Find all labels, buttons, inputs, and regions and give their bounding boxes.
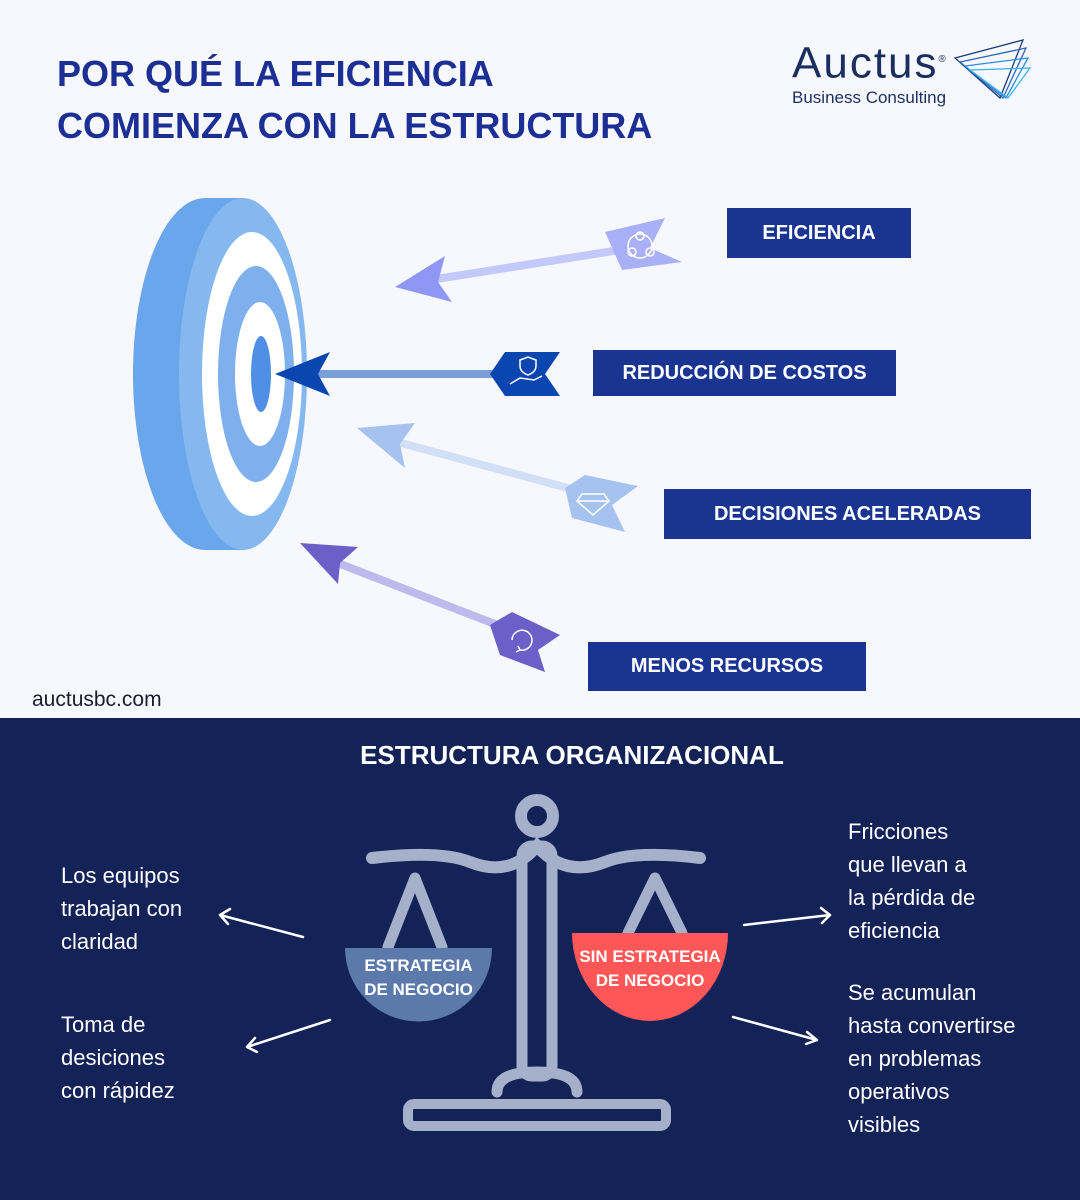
note-line: claridad: [61, 929, 139, 954]
left-pan-line-1: ESTRATEGIA: [364, 956, 473, 975]
network-icon: [627, 231, 655, 259]
note-line: desiciones: [61, 1045, 165, 1070]
note-line: eficiencia: [848, 918, 940, 943]
note-line: en problemas: [848, 1046, 982, 1071]
note-line: hasta convertirse: [848, 1013, 1016, 1038]
left-note-1: Los equipos trabajan con claridad: [61, 859, 182, 958]
pointer-arrows: [218, 906, 832, 1054]
label-decisiones-aceleradas: DECISIONES ACELERADAS: [664, 489, 1031, 539]
arrow-eficiencia: [395, 218, 682, 302]
right-note-1: Fricciones que llevan a la pérdida de ef…: [848, 815, 975, 947]
left-pan-label: ESTRATEGIA DE NEGOCIO: [345, 954, 492, 1002]
arrow-reduccion: [275, 352, 560, 396]
right-pan-line-2: DE NEGOCIO: [595, 971, 705, 990]
label-menos-recursos: MENOS RECURSOS: [588, 642, 866, 691]
hand-shield-icon: [509, 356, 543, 385]
logo-subtitle: Business Consulting: [792, 87, 947, 107]
label-reduccion-costos: REDUCCIÓN DE COSTOS: [593, 350, 896, 396]
title-line-1: POR QUÉ LA EFICIENCIA: [57, 53, 494, 94]
note-line: trabajan con: [61, 896, 183, 921]
note-line: Fricciones: [848, 819, 949, 844]
note-line: con rápidez: [61, 1078, 175, 1103]
note-line: visibles: [848, 1112, 921, 1137]
right-note-2: Se acumulan hasta convertirse en problem…: [848, 976, 1016, 1141]
arrow-decisiones: [357, 423, 638, 532]
page-title: POR QUÉ LA EFICIENCIA COMIENZA CON LA ES…: [57, 48, 652, 152]
logo-mark-icon: [953, 39, 1032, 100]
section-title: ESTRUCTURA ORGANIZACIONAL: [360, 740, 784, 770]
left-pan: [345, 948, 492, 1022]
note-line: Toma de: [61, 1012, 146, 1037]
note-line: Se acumulan: [848, 980, 977, 1005]
note-line: la pérdida de: [848, 885, 976, 910]
title-line-2: COMIENZA CON LA ESTRUCTURA: [57, 105, 653, 146]
logo: Auctus® Business Consulting: [792, 38, 948, 108]
scale-icon: [366, 794, 706, 1131]
logo-registered: ®: [938, 54, 948, 65]
right-pan-line-1: SIN ESTRATEGIA: [579, 947, 721, 966]
right-pan-label: SIN ESTRATEGIA DE NEGOCIO: [572, 945, 728, 993]
note-line: que llevan a: [848, 852, 967, 877]
website-link[interactable]: auctusbc.com: [32, 688, 162, 711]
left-pan-line-2: DE NEGOCIO: [364, 980, 473, 999]
note-line: Los equipos: [61, 863, 180, 888]
arrow-menos: [300, 543, 560, 672]
right-pan: [572, 933, 728, 1021]
note-line: operativos: [848, 1079, 950, 1104]
logo-name: Auctus: [792, 38, 939, 88]
diamond-icon: [575, 493, 611, 516]
cycle-icon: [511, 629, 533, 653]
label-eficiencia: EFICIENCIA: [727, 208, 911, 258]
target-icon: [133, 198, 307, 550]
left-note-2: Toma de desiciones con rápidez: [61, 1008, 175, 1107]
